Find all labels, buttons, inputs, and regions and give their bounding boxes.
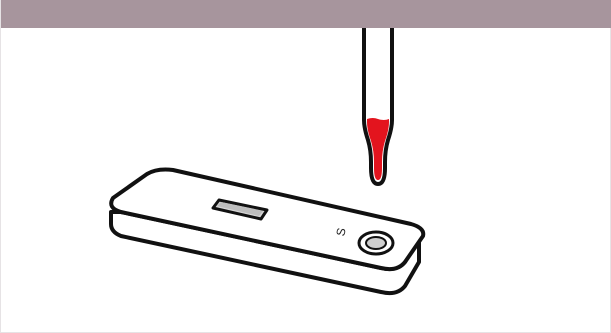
result-window [211,198,269,221]
sample-well [357,230,395,256]
dropper-tube [362,28,394,186]
test-cassette: S [109,167,426,296]
dropper [362,28,394,186]
sample-well-label: S [333,227,348,238]
header-bar [1,0,611,28]
blood-column [367,118,389,180]
cassette-top-face [109,167,426,272]
